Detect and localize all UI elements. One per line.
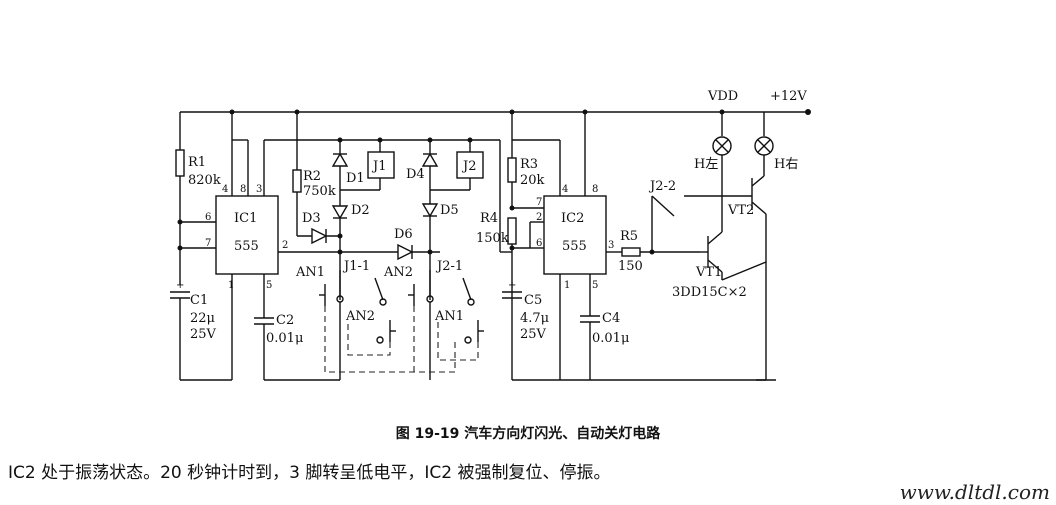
ic2-type: 555 — [562, 239, 587, 254]
pin-label: 3 — [608, 240, 614, 251]
d3-label: D3 — [302, 211, 321, 226]
h-right-label: H右 — [774, 157, 798, 172]
c4-value: 0.01μ — [592, 331, 629, 346]
j2-label: J2 — [461, 159, 476, 174]
vt-type-label: 3DD15C×2 — [672, 285, 747, 300]
r4-resistor — [507, 217, 517, 245]
ic1-chip — [215, 195, 279, 275]
r5-value: 150 — [618, 259, 643, 274]
d4-label: D4 — [406, 167, 425, 182]
c1-value: 22μ — [190, 311, 215, 326]
r3-label: R3 — [520, 157, 538, 172]
supply-label: +12V — [770, 89, 807, 104]
h-left-label: H左 — [694, 157, 718, 172]
c2-value: 0.01μ — [266, 331, 303, 346]
j1-label: J1 — [371, 159, 386, 174]
c4-label: C4 — [602, 311, 620, 326]
cap-plus: + — [176, 280, 184, 291]
pin-label: 5 — [592, 280, 598, 291]
an2-label: AN2 — [383, 265, 413, 280]
vt2-label: VT2 — [727, 203, 754, 218]
body-text: IC2 处于振荡状态。20 秒钟计时到，3 脚转呈低电平，IC2 被强制复位、停… — [8, 463, 611, 483]
r1-resistor — [175, 149, 185, 177]
d5-diode — [421, 203, 439, 218]
d6-label: D6 — [394, 227, 413, 242]
c2-label: C2 — [276, 313, 294, 328]
r1-label: R1 — [188, 155, 206, 170]
c5-value: 4.7μ — [520, 311, 549, 326]
r4-label: R4 — [480, 211, 498, 226]
r4-value: 150k — [476, 231, 509, 246]
r5-label: R5 — [620, 229, 638, 244]
j2-relay — [456, 151, 484, 179]
pin-label: 3 — [256, 184, 262, 195]
r1-value: 820k — [188, 173, 221, 188]
d4-diode — [421, 152, 439, 167]
ic2-label: IC2 — [561, 211, 584, 226]
c5-label: C5 — [524, 293, 542, 308]
c5-voltage: 25V — [520, 327, 547, 342]
pin-label: 2 — [536, 212, 542, 223]
pin-label: 8 — [240, 184, 246, 195]
d3-diode — [311, 227, 328, 245]
d1-label: D1 — [346, 171, 365, 186]
c1-label: C1 — [190, 293, 208, 308]
cap-plus: + — [508, 280, 516, 291]
j1-1-label: J1-1 — [342, 259, 370, 274]
c1-voltage: 25V — [190, 327, 217, 342]
d2-label: D2 — [351, 203, 370, 218]
pin-label: 4 — [222, 184, 228, 195]
r3-resistor — [507, 157, 517, 183]
j1-relay — [367, 151, 395, 179]
ic1-type: 555 — [234, 239, 259, 254]
pin-label: 7 — [205, 238, 211, 249]
d6-diode — [397, 243, 414, 261]
an1-lower-label: AN1 — [434, 309, 464, 324]
ic1-label: IC1 — [234, 211, 257, 226]
pin-label: 4 — [562, 184, 568, 195]
figure-caption: 图 19-19 汽车方向灯闪光、自动关灯电路 — [395, 426, 661, 442]
d5-label: D5 — [440, 203, 459, 218]
r2-label: R2 — [303, 169, 321, 184]
pin-label: 1 — [564, 280, 570, 291]
pin-label: 6 — [205, 212, 211, 223]
d1-diode — [331, 152, 349, 167]
r3-value: 20k — [520, 173, 545, 188]
an1-label: AN1 — [295, 265, 325, 280]
vt1-label: VT1 — [695, 265, 722, 280]
ic2-chip — [543, 195, 607, 275]
vdd-label: VDD — [707, 89, 738, 104]
pin-label: 8 — [592, 184, 598, 195]
j2-2-label: J2-2 — [648, 179, 676, 194]
pin-label: 7 — [536, 197, 542, 208]
d2-diode — [331, 205, 349, 220]
watermark: www.dltdl.com — [899, 480, 1050, 504]
pin-label: 1 — [228, 280, 234, 291]
pin-label: 2 — [282, 240, 288, 251]
r5-resistor — [621, 247, 641, 257]
r2-value: 750k — [303, 184, 336, 199]
r2-resistor — [292, 169, 302, 193]
an2-lower-label: AN2 — [345, 309, 375, 324]
pin-label: 6 — [536, 238, 542, 249]
j2-1-label: J2-1 — [435, 259, 463, 274]
pin-label: 5 — [266, 280, 272, 291]
